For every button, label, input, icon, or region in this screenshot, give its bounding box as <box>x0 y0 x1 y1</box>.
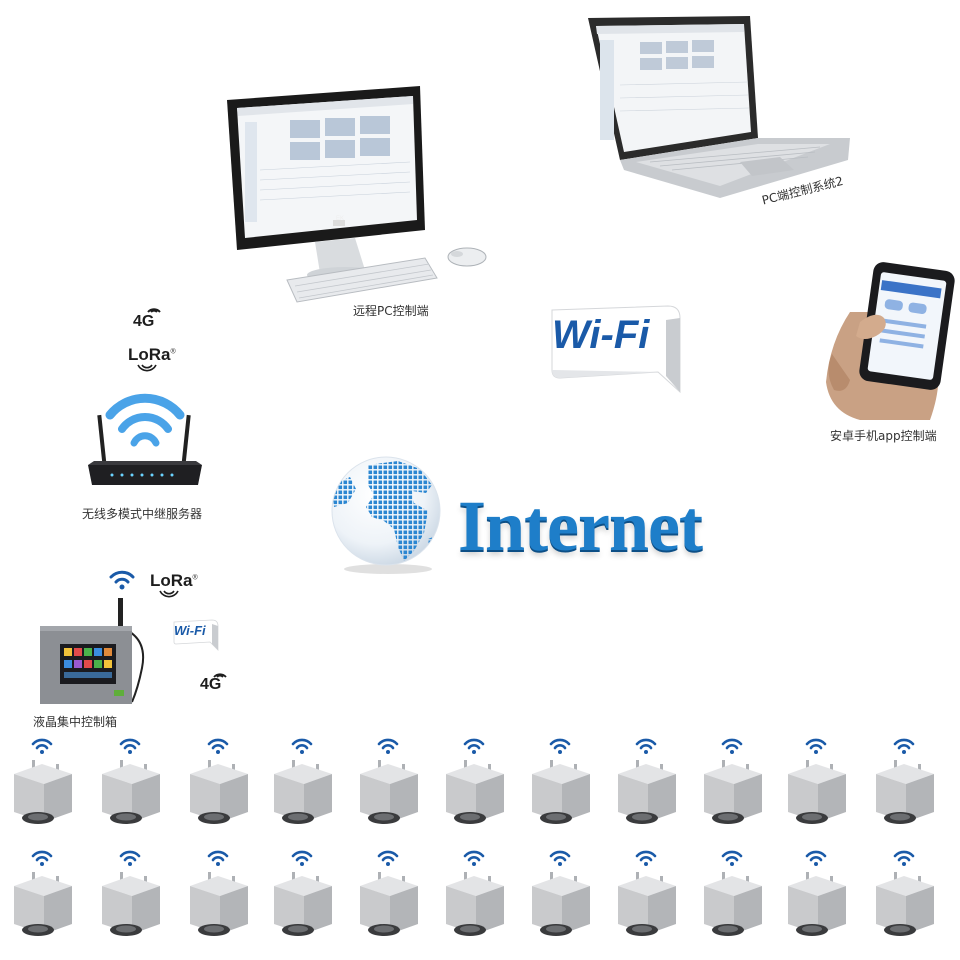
device-body <box>788 872 846 936</box>
wireless-device-node <box>704 738 762 824</box>
device-body <box>14 872 72 936</box>
controller-wifi-badge: Wi-Fi <box>174 623 206 638</box>
controller-lora-badge: LoRa® <box>150 571 198 590</box>
router-lora-signal-icon <box>137 364 157 372</box>
device-body <box>876 872 934 936</box>
wireless-device-node <box>788 738 846 824</box>
device-body <box>360 872 418 936</box>
controller-wifi-signal-icon <box>109 570 135 590</box>
device-wifi-icon <box>549 850 571 866</box>
device-wifi-icon <box>463 850 485 866</box>
wireless-device-node <box>190 850 248 936</box>
phone-in-hand-illustration <box>826 262 955 420</box>
router-caption: 无线多模式中继服务器 <box>82 507 203 521</box>
router-4g-badge: 4G <box>133 313 155 330</box>
device-wifi-icon <box>119 850 141 866</box>
device-body <box>532 872 590 936</box>
device-body <box>190 872 248 936</box>
wireless-device-node <box>274 738 332 824</box>
device-body <box>274 760 332 824</box>
device-body <box>14 760 72 824</box>
wireless-device-node <box>446 738 504 824</box>
wifi-badge-label: Wi-Fi <box>552 313 650 357</box>
device-body <box>618 872 676 936</box>
device-body <box>446 872 504 936</box>
router-lora-badge: LoRa® <box>128 345 176 364</box>
device-body <box>532 760 590 824</box>
wireless-device-node <box>190 738 248 824</box>
device-body <box>446 760 504 824</box>
device-wifi-icon <box>207 850 229 866</box>
controller-box-illustration <box>40 598 144 704</box>
wireless-device-node <box>876 738 934 824</box>
device-wifi-icon <box>377 850 399 866</box>
wireless-device-node <box>618 850 676 936</box>
wireless-device-node <box>274 850 332 936</box>
device-body <box>274 872 332 936</box>
device-wifi-icon <box>805 738 827 754</box>
globe-icon <box>331 456 441 574</box>
device-body <box>102 872 160 936</box>
wireless-device-node <box>360 850 418 936</box>
wireless-device-node <box>102 738 160 824</box>
controller-wifi-bubble <box>173 619 219 651</box>
device-body <box>876 760 934 824</box>
desktop-pc-illustration <box>227 86 487 303</box>
wireless-device-node <box>102 850 160 936</box>
device-wifi-icon <box>805 850 827 866</box>
wifi-badge-bubble <box>551 305 681 394</box>
device-wifi-icon <box>893 738 915 754</box>
wireless-device-node <box>704 850 762 936</box>
controller-lora-signal-icon <box>159 590 179 598</box>
device-wifi-icon <box>635 850 657 866</box>
wireless-device-node <box>788 850 846 936</box>
device-wifi-icon <box>291 738 313 754</box>
device-wifi-icon <box>635 738 657 754</box>
controller-caption: 液晶集中控制箱 <box>33 715 118 729</box>
device-body <box>360 760 418 824</box>
device-body <box>618 760 676 824</box>
device-wifi-icon <box>291 850 313 866</box>
wireless-device-node <box>532 850 590 936</box>
device-body <box>190 760 248 824</box>
device-wifi-icon <box>721 738 743 754</box>
device-wifi-icon <box>207 738 229 754</box>
device-wifi-icon <box>721 850 743 866</box>
device-wifi-icon <box>119 738 141 754</box>
router-illustration <box>88 393 202 485</box>
device-body <box>704 760 762 824</box>
wireless-device-node <box>14 738 72 824</box>
wireless-device-node <box>360 738 418 824</box>
wireless-device-node <box>446 850 504 936</box>
router-4g-signal-icon <box>147 308 161 313</box>
wireless-device-node <box>532 738 590 824</box>
controller-4g-badge: 4G <box>200 676 222 693</box>
device-wifi-icon <box>549 738 571 754</box>
device-body <box>788 760 846 824</box>
wireless-device-node <box>876 850 934 936</box>
device-wifi-icon <box>463 738 485 754</box>
monitor-brand-label: EK <box>336 216 345 222</box>
desktop-pc-caption: 远程PC控制端 <box>353 304 429 318</box>
device-body <box>704 872 762 936</box>
device-wifi-icon <box>31 738 53 754</box>
controller-4g-signal-icon <box>213 673 227 678</box>
device-body <box>102 760 160 824</box>
device-wifi-icon <box>31 850 53 866</box>
device-wifi-icon <box>893 850 915 866</box>
laptop-illustration <box>588 16 850 198</box>
wireless-device-node <box>618 738 676 824</box>
phone-caption: 安卓手机app控制端 <box>830 429 937 443</box>
internet-wordmark: Internet <box>458 486 703 566</box>
wireless-device-node <box>14 850 72 936</box>
device-wifi-icon <box>377 738 399 754</box>
